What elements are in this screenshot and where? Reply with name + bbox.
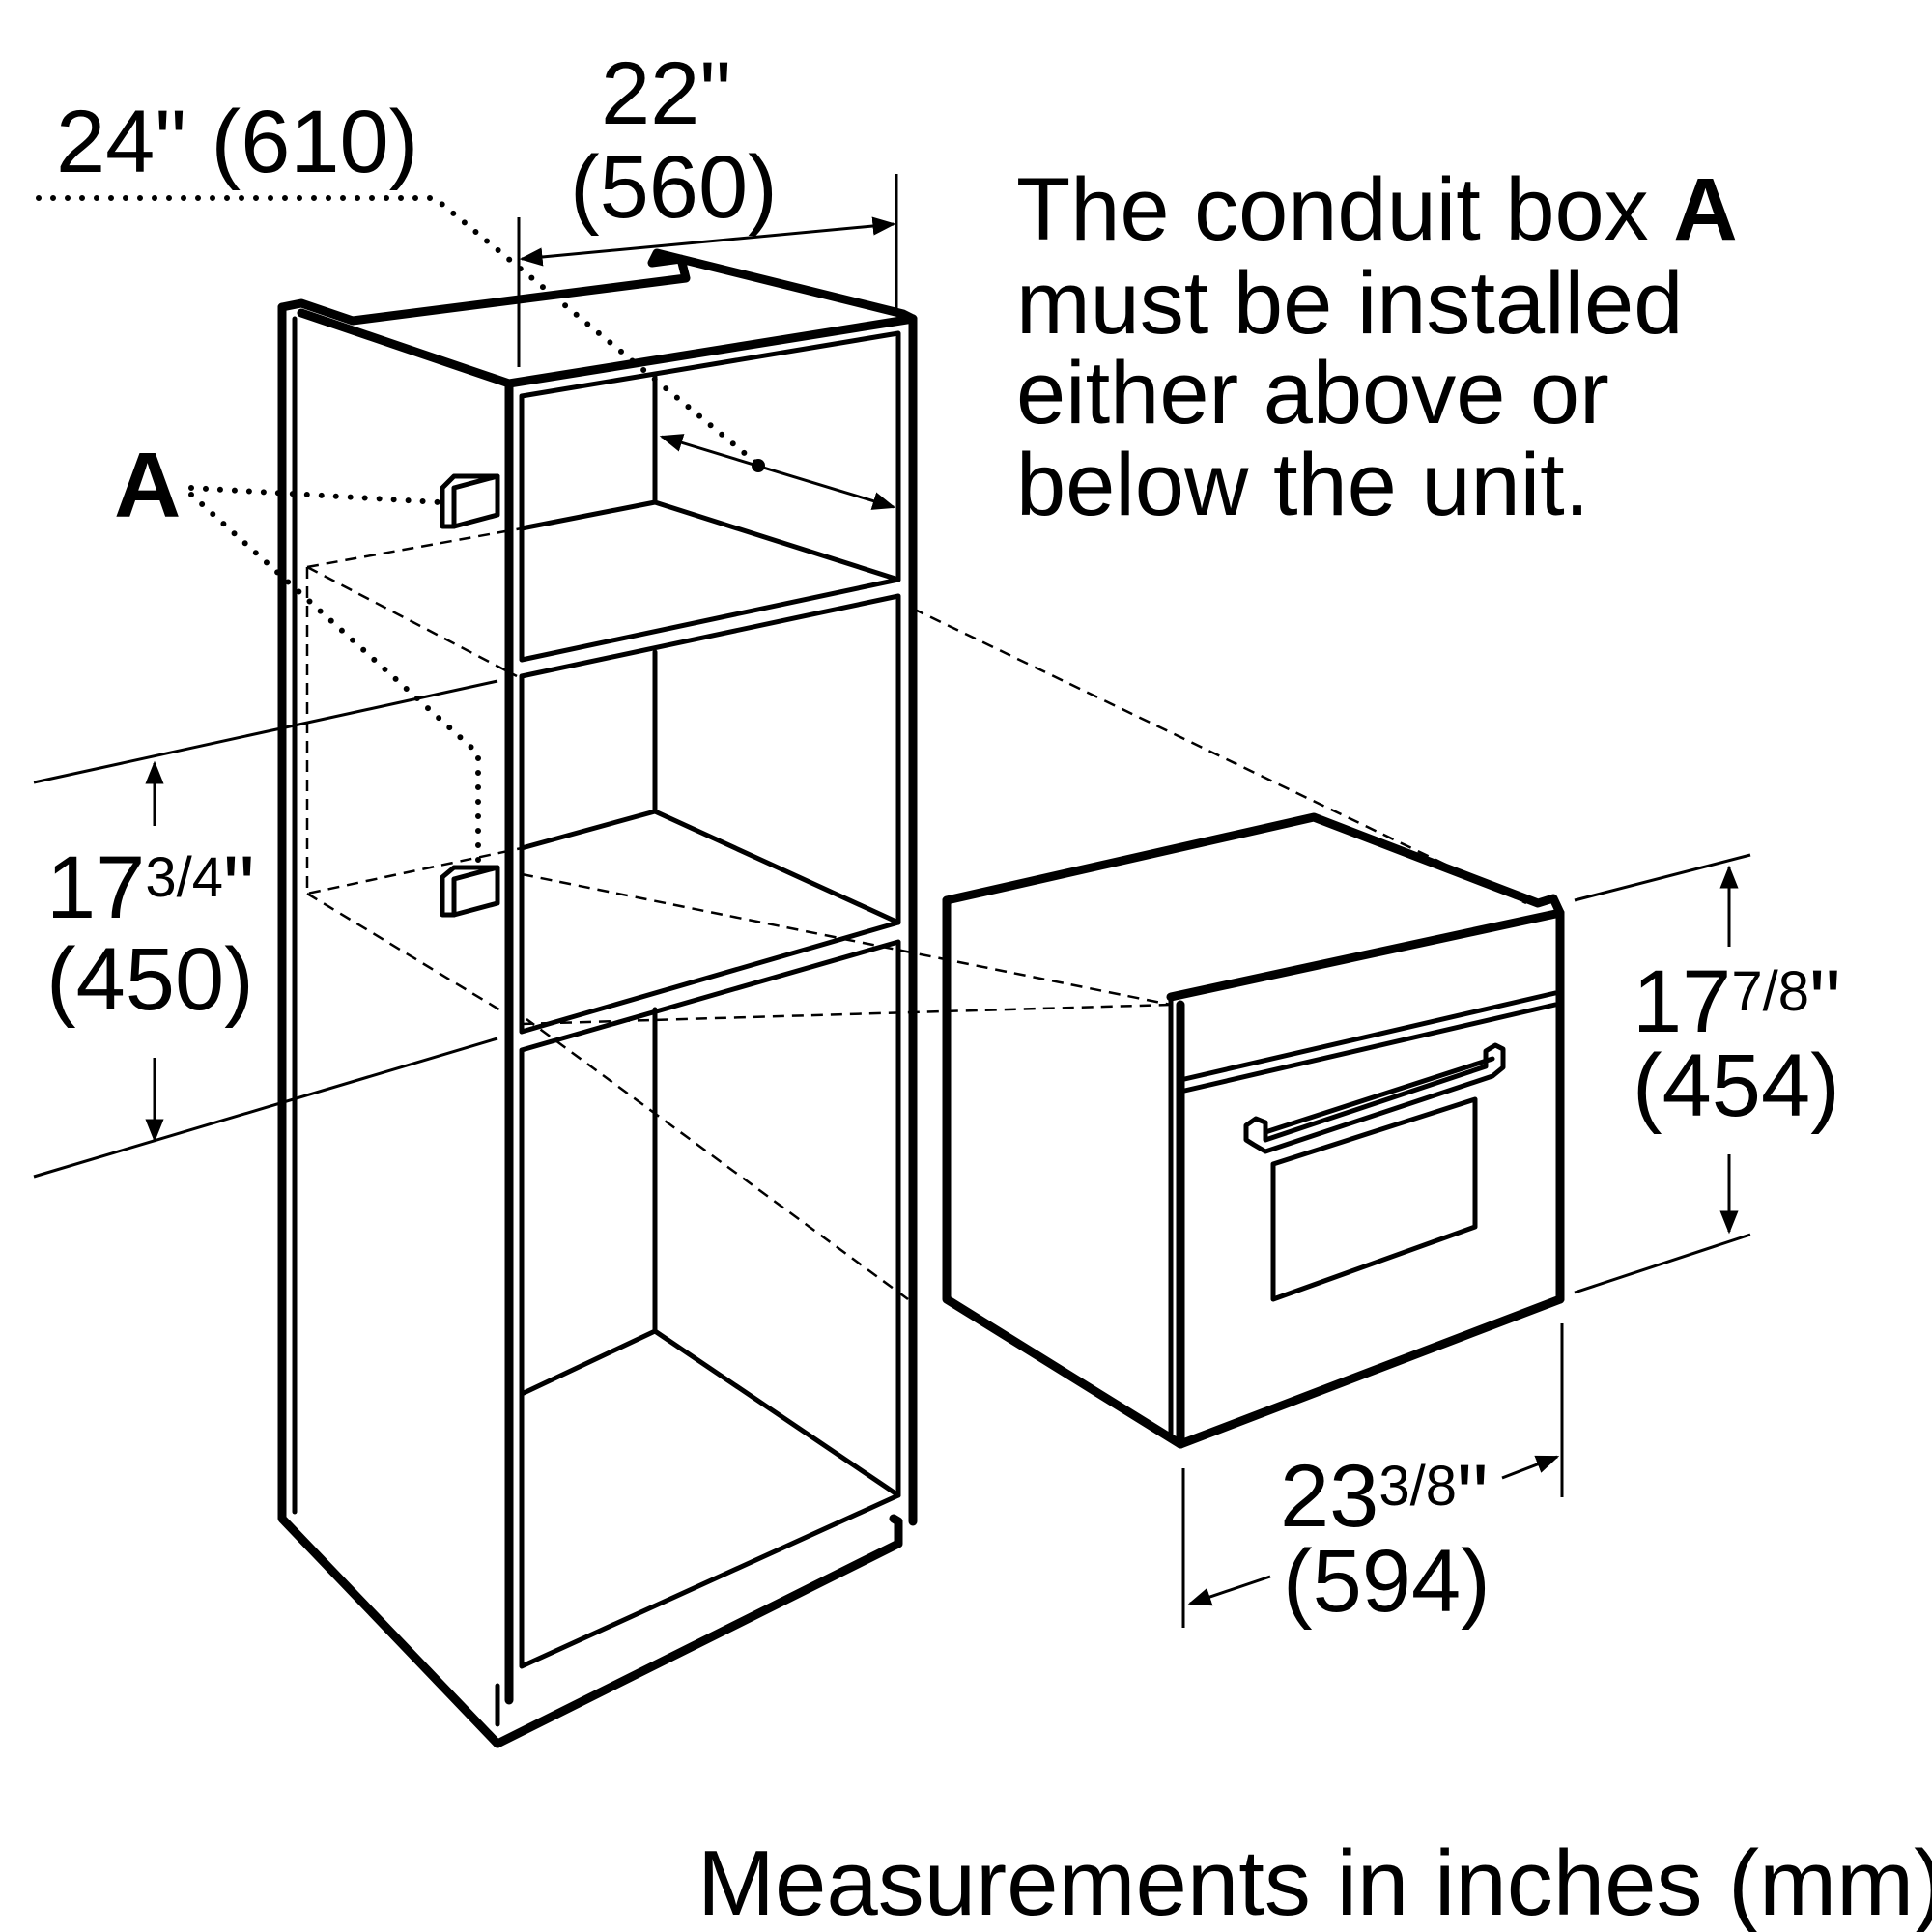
unit-height-mm-label: (454): [1633, 1037, 1840, 1135]
depth-cutout-label: 24" (610): [56, 93, 418, 191]
measurements-footnote: Measurements in inches (mm): [697, 1832, 1932, 1932]
unit-width-label: 233/8": [1280, 1447, 1489, 1546]
note-line-1-bold: A: [1673, 160, 1737, 259]
unit-height-whole: 17: [1633, 952, 1731, 1051]
note-line-3: either above or: [1016, 344, 1609, 442]
width-cutout-inch-label: 22": [601, 44, 731, 143]
cutout-height-mm-label: (450): [46, 930, 254, 1029]
width-cutout-mm-label: (560): [570, 138, 778, 237]
unit-width-mm-label: (594): [1283, 1532, 1491, 1631]
cabinet: [277, 248, 918, 1748]
unit-height-frac: 7/8: [1731, 960, 1809, 1023]
cutout-height-inch-mark: ": [223, 838, 255, 937]
cutout-height-whole: 17: [46, 838, 145, 937]
conduit-box-lower: [440, 865, 500, 918]
note-line-1-text: The conduit box: [1016, 160, 1673, 259]
callout-a-label: A: [114, 434, 181, 537]
cutout-height-label: 173/4": [46, 838, 255, 937]
oven-unit: [521, 607, 1565, 1449]
unit-height-label: 177/8": [1633, 952, 1841, 1051]
unit-width-whole: 23: [1280, 1447, 1378, 1546]
cutout-height-frac: 3/4: [145, 846, 223, 909]
note-line-2: must be installed: [1016, 254, 1683, 353]
note-line-4: below the unit.: [1016, 436, 1589, 534]
dim-lines: [33, 174, 1751, 1628]
unit-height-inch-mark: ": [1809, 952, 1841, 1051]
unit-width-inch-mark: ": [1457, 1447, 1489, 1546]
conduit-box-upper: [440, 473, 500, 529]
unit-width-frac: 3/8: [1378, 1455, 1457, 1518]
note-line-1: The conduit box A: [1016, 160, 1738, 259]
